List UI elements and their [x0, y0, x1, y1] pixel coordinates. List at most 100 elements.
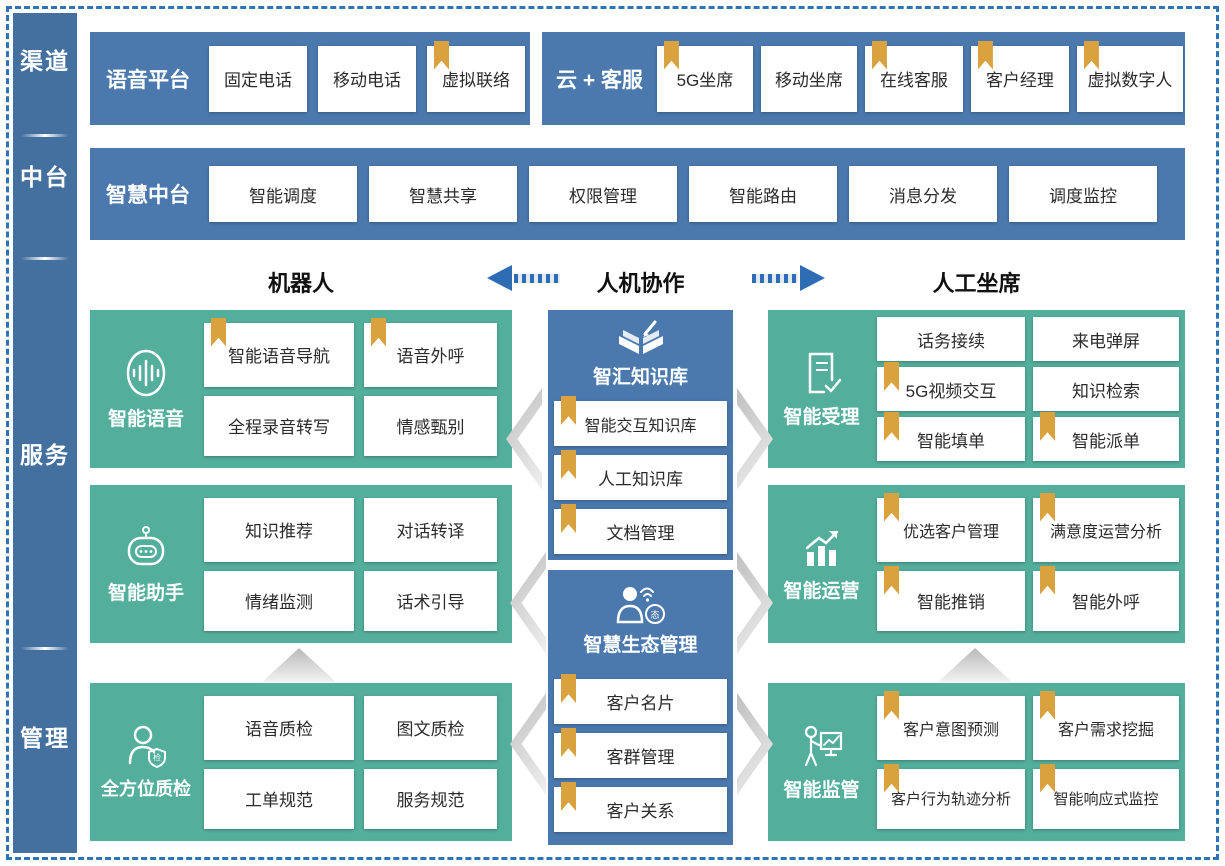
node-satisfaction-operation-analysis: 满意度运营分析 [1033, 492, 1179, 562]
node-customer-card: 客户名片 [554, 674, 727, 724]
node-message-distribution: 消息分发 [849, 166, 997, 222]
bookmark-icon [1040, 763, 1055, 793]
voice-platform-label: 语音平台 [106, 68, 190, 92]
node-customer-demand-mining: 客户需求挖掘 [1033, 690, 1179, 760]
node-smart-routing: 智能路由 [689, 166, 837, 222]
voice-platform-band: 语音平台 固定电话 移动电话 虚拟联络 [90, 32, 530, 125]
node-interactive-knowledge-base: 智能交互知识库 [554, 396, 727, 446]
node-voice-outbound: 语音外呼 [364, 317, 497, 387]
node-dispatch-monitoring: 调度监控 [1009, 166, 1157, 222]
node-manual-knowledge-base: 人工知识库 [554, 450, 727, 500]
node-customer-relationship: 客户关系 [554, 782, 727, 832]
bookmark-icon [561, 728, 576, 757]
bookmark-icon [434, 40, 449, 70]
ecosystem-management-title: 智慧生态管理 [583, 635, 698, 656]
node-virtual-contact: 虚拟联络 [427, 40, 525, 112]
node-5g-video-interaction: 5G视频交互 [877, 362, 1025, 411]
node-emotion-screening: 情感甄别 [364, 395, 497, 456]
cloud-service-label: 云 + 客服 [556, 68, 643, 92]
bookmark-icon [1040, 492, 1055, 522]
smart-acceptance-title: 智能受理 [783, 406, 860, 428]
arrow-right-icon [752, 265, 825, 291]
bookmark-icon [884, 492, 899, 522]
node-smart-dispatch-order: 智能派单 [1033, 412, 1179, 461]
bookmark-icon [561, 504, 576, 533]
bookmark-icon [884, 763, 899, 793]
svg-text:态: 态 [650, 609, 659, 620]
sidebar-divider [21, 257, 69, 260]
chart-growth-icon [799, 526, 845, 570]
node-smart-voice-navigation: 智能语音导航 [204, 317, 354, 387]
node-customer-intent-prediction: 客户意图预测 [877, 690, 1025, 760]
node-smart-outbound-call: 智能外呼 [1033, 565, 1179, 631]
bookmark-icon [977, 40, 993, 70]
bookmark-icon [561, 396, 576, 425]
category-sidebar: 渠道 中台 服务 管理 [13, 13, 77, 853]
quality-inspection-title: 全方位质检 [101, 779, 191, 799]
node-preferred-customer-management: 优选客户管理 [877, 492, 1025, 562]
header-human-agent: 人工坐席 [932, 271, 1021, 296]
knowledge-base-block: 智汇知识库 智能交互知识库 人工知识库 文档管理 [548, 310, 733, 560]
arrow-left-icon [487, 265, 560, 291]
node-customer-behavior-trajectory-analysis: 客户行为轨迹分析 [877, 763, 1025, 829]
ecosystem-management-block: 态 智慧生态管理 客户名片 客群管理 客户关系 [548, 570, 733, 845]
knowledge-base-title: 智汇知识库 [592, 367, 688, 388]
smart-operation-title: 智能运营 [783, 580, 860, 602]
node-5g-seat: 5G坐席 [656, 40, 753, 112]
bookmark-icon [561, 782, 576, 811]
smart-assistant-title: 智能助手 [107, 582, 184, 604]
bookmark-icon [1040, 412, 1055, 441]
node-image-text-qc: 图文质检 [364, 695, 497, 760]
bookmark-icon [884, 412, 899, 441]
smart-operation-block: 智能运营 优选客户管理 满意度运营分析 智能推销 智能外呼 [768, 485, 1185, 643]
sidebar-divider [21, 134, 69, 137]
bookmark-icon [1040, 565, 1055, 595]
node-call-connection: 话务接续 [877, 317, 1025, 361]
node-permission-management: 权限管理 [529, 166, 677, 222]
smart-assistant-block: 智能助手 知识推荐 对话转译 情绪监测 话术引导 [90, 485, 512, 643]
sidebar-item-midplatform: 中台 [20, 164, 70, 190]
smart-voice-block: 智能语音 智能语音导航 语音外呼 全程录音转写 情感甄别 [90, 310, 512, 468]
node-knowledge-retrieval: 知识检索 [1033, 367, 1179, 411]
node-fixed-phone: 固定电话 [209, 45, 307, 112]
book-pen-icon [615, 320, 667, 358]
node-emotion-monitoring: 情绪监测 [204, 570, 354, 631]
cloud-service-band: 云 + 客服 5G坐席 移动坐席 在线客服 客户经理 虚拟数字人 [542, 32, 1185, 125]
smart-supervision-title: 智能监管 [783, 779, 860, 801]
smart-supervision-block: 智能监管 客户意图预测 客户需求挖掘 客户行为轨迹分析 智能响应式监控 [768, 683, 1185, 841]
smart-voice-title: 智能语音 [107, 408, 184, 430]
robot-icon [123, 524, 169, 572]
sidebar-item-service: 服务 [20, 442, 70, 468]
node-voice-qc: 语音质检 [204, 695, 354, 760]
node-document-management: 文档管理 [554, 504, 727, 554]
node-mobile-seat: 移动坐席 [760, 45, 857, 112]
bookmark-icon [1040, 690, 1055, 720]
node-knowledge-recommendation: 知识推荐 [204, 497, 354, 562]
node-smart-sharing: 智慧共享 [369, 166, 517, 222]
node-virtual-digital-human: 虚拟数字人 [1076, 40, 1183, 112]
document-check-icon [802, 350, 842, 396]
dashed-border [6, 6, 1219, 860]
middle-platform-label: 智慧中台 [106, 184, 190, 207]
sidebar-item-management: 管理 [20, 725, 70, 751]
bookmark-icon [561, 674, 576, 703]
bookmark-icon [884, 565, 899, 595]
bookmark-icon [884, 690, 899, 720]
quality-inspection-block: 检 全方位质检 语音质检 图文质检 工单规范 服务规范 [90, 683, 512, 841]
header-robot: 机器人 [267, 271, 334, 296]
node-dialogue-transcription: 对话转译 [364, 497, 497, 562]
node-mobile-phone: 移动电话 [318, 45, 416, 112]
presenter-board-icon [799, 723, 845, 769]
node-ticket-standard: 工单规范 [204, 768, 354, 829]
sidebar-item-channel: 渠道 [20, 48, 70, 74]
bookmark-icon [663, 40, 679, 70]
node-smart-dispatch: 智能调度 [209, 166, 357, 222]
node-smart-responsive-monitoring: 智能响应式监控 [1033, 763, 1179, 829]
person-shield-icon: 检 [124, 723, 168, 769]
bookmark-icon [371, 317, 386, 347]
node-smart-promotion: 智能推销 [877, 565, 1025, 631]
sidebar-divider [21, 647, 69, 650]
node-full-recording-transcription: 全程录音转写 [204, 395, 354, 456]
voice-wave-icon [124, 348, 168, 398]
node-incoming-call-popup: 来电弹屏 [1033, 317, 1179, 361]
